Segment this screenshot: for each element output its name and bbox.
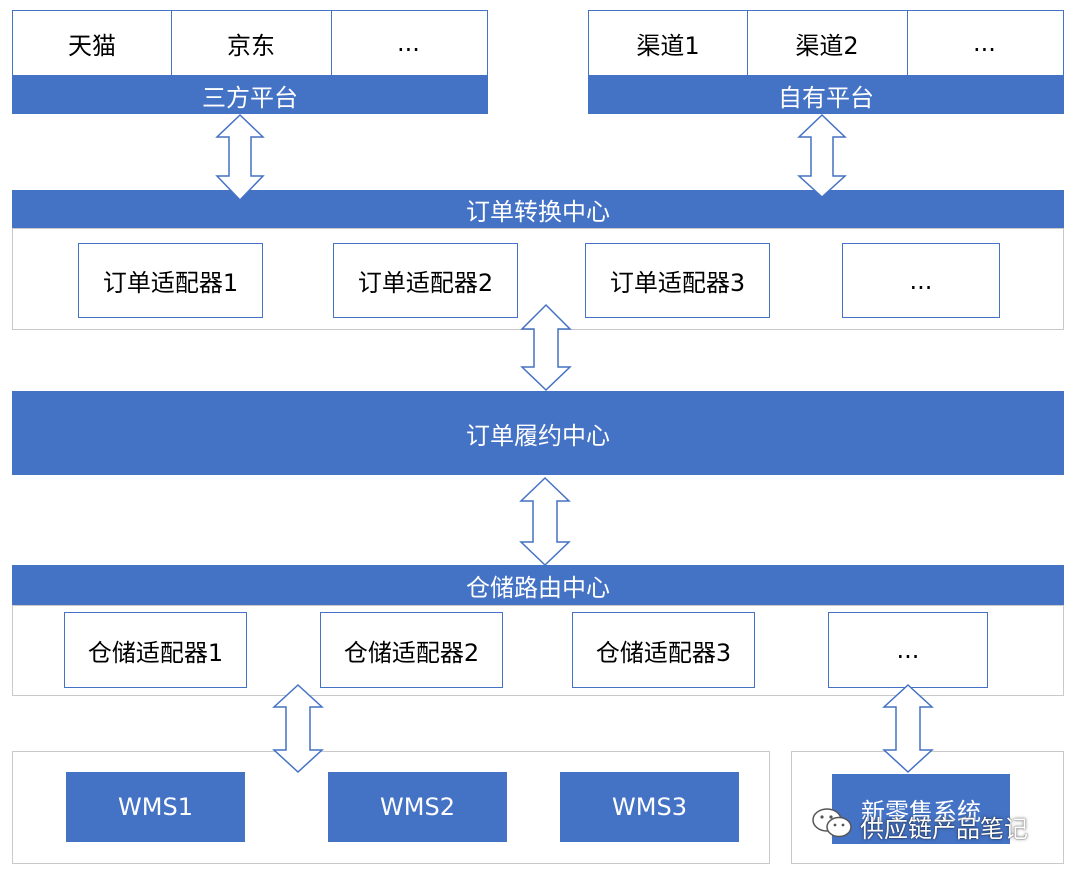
channel-1: 渠道1 bbox=[589, 11, 748, 75]
order-conversion-center-bar: 订单转换中心 bbox=[12, 190, 1064, 228]
third-party-platform-row: 天猫 京东 ... bbox=[12, 10, 488, 76]
watermark-text: 供应链产品笔记 bbox=[860, 814, 1028, 843]
warehouse-adapter-1: 仓储适配器1 bbox=[64, 612, 247, 688]
order-adapter-3: 订单适配器3 bbox=[585, 243, 770, 318]
order-adapter-1: 订单适配器1 bbox=[78, 243, 263, 318]
new-retail-system: 新零售系统 bbox=[832, 774, 1010, 844]
order-adapter-2: 订单适配器2 bbox=[333, 243, 518, 318]
arrow-routing-to-new-retail bbox=[882, 683, 934, 774]
channel-2: 渠道2 bbox=[747, 11, 908, 75]
wms-1: WMS1 bbox=[66, 772, 245, 842]
order-adapter-more: ... bbox=[842, 243, 1000, 318]
warehouse-routing-center-bar: 仓储路由中心 bbox=[12, 565, 1064, 605]
wms-3: WMS3 bbox=[560, 772, 739, 842]
arrow-routing-to-wms bbox=[272, 683, 324, 774]
warehouse-adapter-2: 仓储适配器2 bbox=[320, 612, 503, 688]
channel-more: ... bbox=[973, 29, 996, 57]
watermark: 供应链产品笔记 bbox=[810, 806, 1028, 846]
platform-tmall: 天猫 bbox=[13, 11, 172, 75]
platform-jd: 京东 bbox=[171, 11, 332, 75]
own-platform-row: 渠道1 渠道2 ... bbox=[588, 10, 1064, 76]
platform-more: ... bbox=[397, 29, 420, 57]
arrow-third-party-to-conversion bbox=[215, 113, 265, 202]
third-party-platform-label: 三方平台 bbox=[12, 76, 488, 114]
wms-2: WMS2 bbox=[328, 772, 507, 842]
arrow-fulfillment-to-routing bbox=[519, 476, 571, 567]
warehouse-adapter-3: 仓储适配器3 bbox=[572, 612, 755, 688]
warehouse-adapter-more: ... bbox=[828, 612, 988, 688]
order-fulfillment-center-bar: 订单履约中心 bbox=[12, 391, 1064, 475]
own-platform-label: 自有平台 bbox=[588, 76, 1064, 114]
wechat-icon bbox=[810, 806, 854, 846]
arrow-conversion-to-fulfillment bbox=[520, 303, 572, 392]
arrow-own-platform-to-conversion bbox=[797, 113, 847, 199]
